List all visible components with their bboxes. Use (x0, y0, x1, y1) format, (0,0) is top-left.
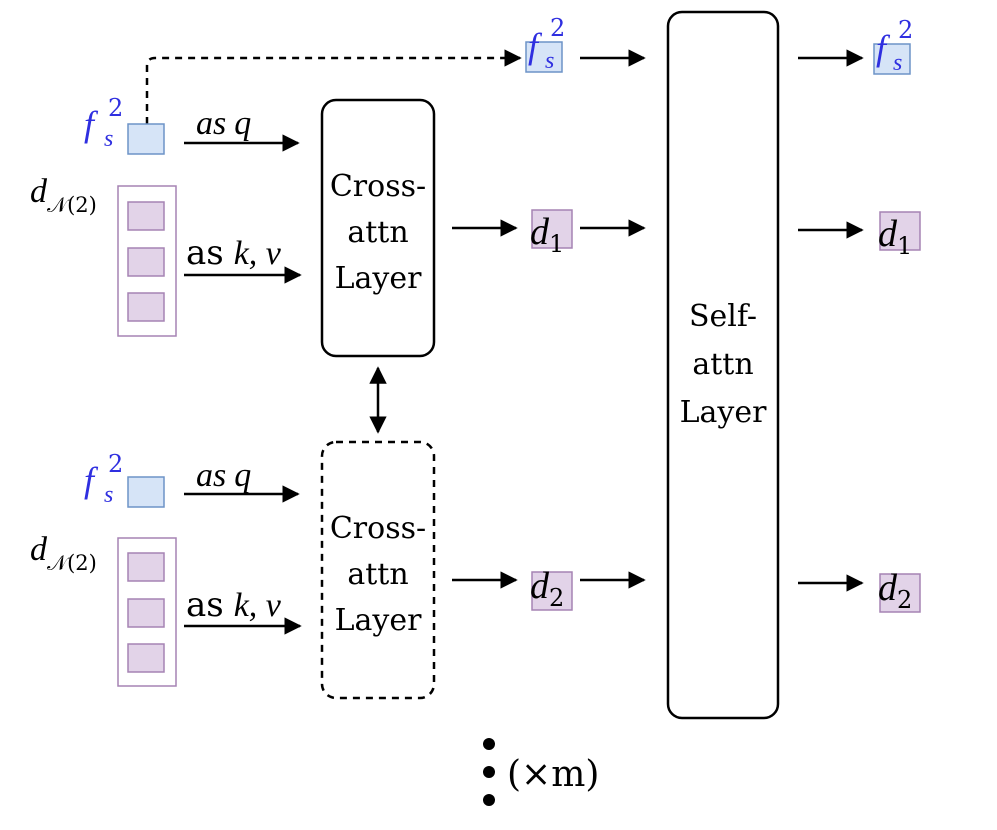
fs-token-lower (127, 476, 165, 508)
d2-token-mid-bg (531, 571, 573, 611)
skip-connection-dashed (145, 49, 522, 124)
d1-label-mid: d1 (530, 211, 564, 258)
neighbor-token (127, 247, 165, 277)
cross-attn-label-line3: Layer (335, 261, 423, 296)
fs-token-mid (525, 41, 563, 73)
fs-label-upper: f (84, 104, 99, 144)
neighbor-token (127, 201, 165, 231)
fs-sup-out: 2 (898, 16, 913, 44)
fs-sup-lower: 2 (108, 450, 123, 478)
fs-label-lower: f (84, 460, 99, 500)
self-attn-label-line3: Layer (680, 395, 768, 430)
fs-sup-upper: 2 (108, 94, 123, 122)
self-attn-label-line2: attn (692, 347, 753, 382)
cross-attn-lower-label-line2: attn (347, 557, 408, 592)
dn-label-upper: d𝒩(2) (30, 173, 97, 217)
neighbor-token (127, 598, 165, 628)
fs-sup-mid: 2 (550, 14, 565, 42)
d2-label-mid: d2 (530, 565, 564, 612)
cross-attn-lower-label-line3: Layer (335, 603, 423, 638)
fs-sub-out: s (893, 50, 902, 76)
ellipsis-dot (483, 738, 495, 750)
repeat-label: (×m) (507, 754, 599, 795)
cross-attn-layer-upper (320, 98, 436, 358)
self-attn-label-line1: Self- (689, 299, 757, 334)
fs-token-out (873, 43, 911, 75)
d1-token-out-bg (879, 211, 921, 251)
cross-attn-layer-lower (320, 440, 436, 700)
neighbor-token (127, 552, 165, 582)
d2-label-out: d2 (878, 567, 912, 614)
fs-sub-lower: s (104, 482, 113, 508)
d2-token-out-bg (879, 573, 921, 613)
cross-attn-label-line2: attn (347, 215, 408, 250)
ellipsis-dot (483, 794, 495, 806)
fs-sub-mid: s (545, 48, 554, 74)
neighbor-token (127, 292, 165, 322)
ellipsis-dot (483, 766, 495, 778)
cross-attn-label-line1: Cross- (330, 169, 426, 204)
dn-label-lower: d𝒩(2) (30, 531, 97, 575)
fs-token-upper (127, 123, 165, 155)
fs-sub-upper: s (104, 126, 113, 152)
d1-token-mid-bg (531, 209, 573, 249)
self-attn-layer (666, 10, 780, 720)
d1-label-out: d1 (878, 213, 912, 260)
cross-attn-lower-label-line1: Cross- (330, 511, 426, 546)
neighbor-token (127, 643, 165, 673)
